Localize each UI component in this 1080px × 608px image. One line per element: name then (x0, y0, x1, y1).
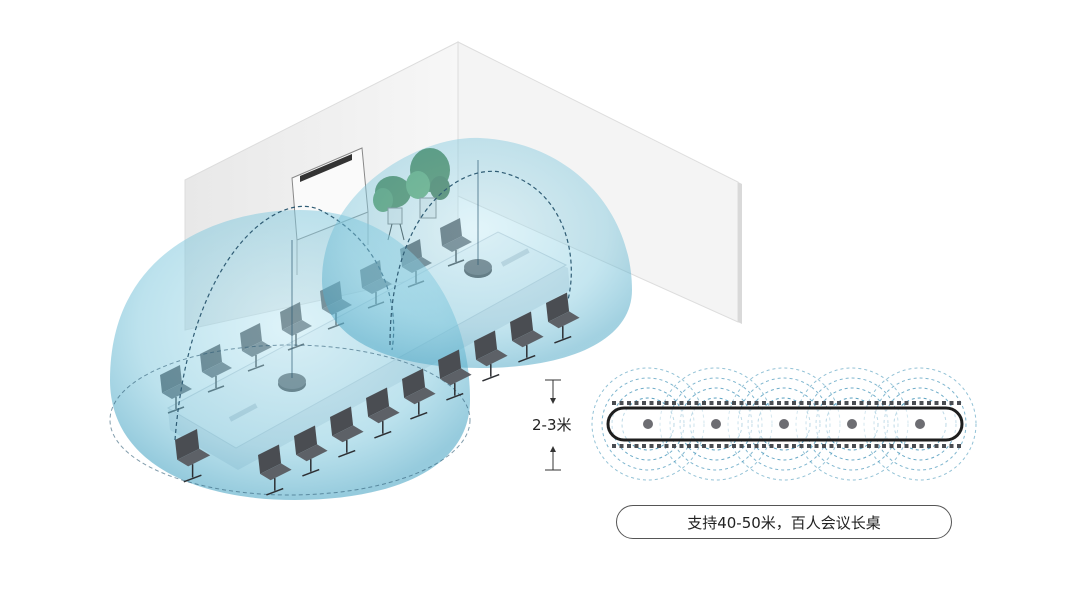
chair-icon (402, 368, 436, 420)
height-dimension-label: 2-3米 (532, 416, 572, 434)
chair-icon (258, 444, 292, 496)
speakerphone-icon (711, 419, 721, 429)
speakerphone-icon (847, 419, 857, 429)
speakerphone-icon (643, 419, 653, 429)
chair-icon (510, 311, 544, 363)
chair-icon (330, 406, 364, 458)
speakerphone-icon (915, 419, 925, 429)
mic-markers (643, 419, 925, 429)
chair-icon (474, 330, 508, 382)
chair-icon (438, 349, 472, 401)
chair-icon (294, 425, 328, 477)
seat-dots (612, 401, 961, 448)
height-dimension-marker (545, 379, 561, 471)
right-wall-side (738, 182, 742, 324)
caption-pill: 支持40-50米，百人会议长桌 (616, 505, 952, 539)
chair-icon (366, 387, 400, 439)
chair-icon (546, 292, 580, 344)
chair-icon (175, 429, 211, 483)
top-view-schematic (591, 367, 977, 481)
speakerphone-icon (779, 419, 789, 429)
chair-row-front (175, 292, 580, 496)
